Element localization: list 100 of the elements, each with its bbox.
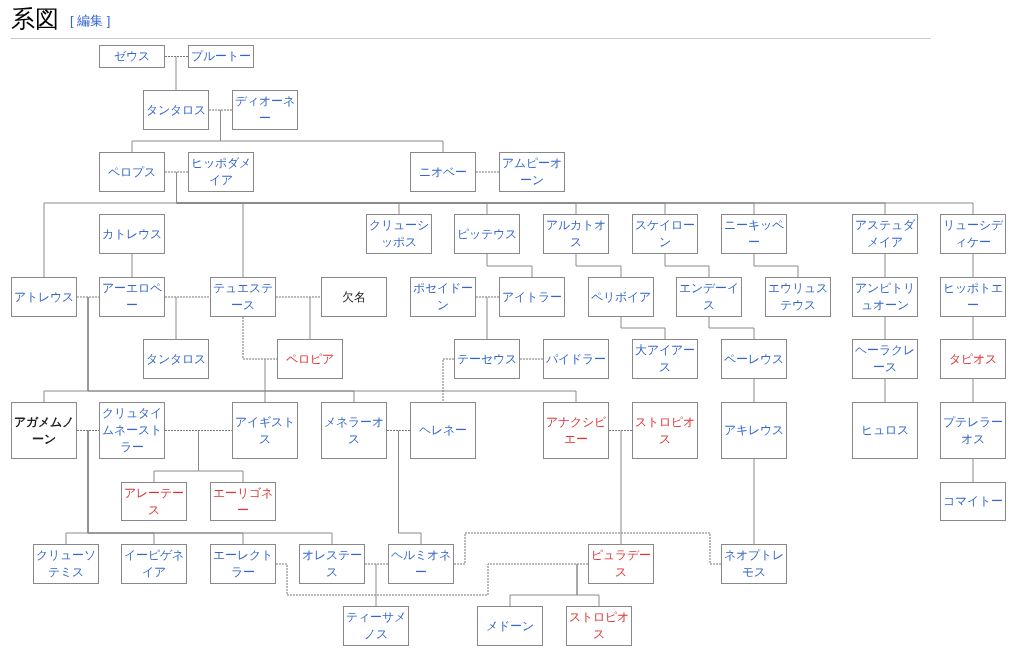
person-name: 欠名 (342, 288, 366, 306)
person-name: プルートー (191, 48, 251, 65)
person-name: アトレウス (14, 288, 74, 306)
person-name: クリューシッポス (368, 217, 430, 251)
person-name: アナクシビエー (545, 413, 607, 448)
person-box (454, 339, 520, 379)
person-name: アステュダメイア (854, 217, 916, 251)
descent-line (753, 458, 755, 545)
person-box (11, 402, 77, 459)
marriage-line (386, 430, 411, 431)
person-name: リューシディケー (942, 217, 1004, 251)
person-name: プテレラーオス (942, 413, 1004, 448)
person-name: ピュラデース (590, 547, 652, 581)
descent-line (708, 316, 755, 340)
person-name: ヘレネー (419, 422, 467, 439)
person-box (852, 402, 918, 459)
marriage-line (608, 430, 633, 431)
person-name: アンピトリュオーン (854, 280, 916, 314)
marriage-line (76, 296, 100, 298)
marriage-line (475, 171, 500, 173)
person-box (721, 402, 787, 459)
marriage-line (275, 296, 322, 298)
descent-line (753, 378, 755, 403)
descent-line (664, 253, 710, 278)
person-name: ペロピア (286, 350, 334, 368)
descent-line (972, 458, 974, 483)
person-name: ネオプトレモス (723, 547, 785, 581)
person-box (99, 214, 165, 254)
person-name: テーセウス (457, 350, 517, 368)
edit-link: [ 編集 ] (70, 12, 111, 30)
person-name: アガメムノーン (13, 413, 75, 448)
person-name: スケイローン (634, 217, 696, 251)
person-box (143, 339, 209, 379)
descent-line (884, 378, 886, 403)
descent-line (972, 378, 974, 403)
person-name: メドーン (486, 617, 534, 635)
person-name: ニーキッペー (723, 217, 785, 251)
person-name: カトレウス (102, 225, 162, 243)
person-name: ストロピオス (634, 413, 696, 448)
descent-line (486, 253, 533, 278)
marriage-line (364, 563, 389, 565)
person-name: エウリュステウス (767, 280, 829, 314)
marriage-line (453, 532, 722, 565)
person-name: エンデーイス (678, 280, 740, 314)
person-name: ヒッポトエー (942, 280, 1004, 314)
person-box (99, 45, 165, 68)
person-name: クリューソテミス (35, 547, 97, 581)
person-name: エーリゴネー (212, 484, 274, 519)
marriage-line (164, 56, 189, 57)
person-name: ティーサメノス (345, 609, 407, 643)
person-box (721, 339, 787, 379)
person-box (321, 277, 387, 317)
person-name: ヘルミオネー (390, 547, 452, 581)
person-name: メネラーオス (323, 413, 385, 448)
person-name: ゼウス (114, 48, 150, 65)
person-name: ペーレウス (724, 350, 784, 368)
person-name: タピオス (949, 350, 997, 368)
person-name: ペリボイア (591, 288, 651, 306)
person-box (277, 339, 343, 379)
person-box (632, 402, 698, 459)
marriage-line (164, 430, 233, 431)
person-box (477, 606, 543, 646)
person-name: アルカトオス (545, 217, 607, 251)
marriage-line (76, 430, 100, 431)
person-name: ヒッポダメイア (190, 155, 252, 189)
person-name: コマイトー (943, 493, 1003, 510)
person-name: アイギストス (234, 413, 296, 448)
person-box (143, 90, 209, 130)
person-box (499, 277, 565, 317)
person-box (11, 277, 77, 317)
person-name: ニオベー (419, 163, 467, 181)
person-box (940, 482, 1006, 521)
marriage-line (442, 358, 455, 403)
person-name: アレーテース (123, 484, 185, 519)
person-name: オレステース (301, 547, 363, 581)
person-name: アキレウス (724, 422, 784, 439)
person-name: 大アイアース (634, 342, 696, 376)
person-name: ディオーネー (234, 93, 296, 127)
person-name: アーエロペー (101, 280, 163, 314)
person-name: ヘーラクレース (854, 342, 916, 376)
person-name: クリュタイムネーストラー (101, 405, 163, 456)
person-name: アイトラー (502, 288, 562, 306)
marriage-line (164, 296, 211, 298)
person-name: ペロプス (108, 163, 156, 181)
person-name: ヒュロス (861, 422, 909, 439)
descent-line (131, 253, 133, 278)
marriage-line (275, 563, 589, 596)
person-box (543, 402, 609, 459)
marriage-line (242, 316, 278, 360)
person-box (321, 402, 387, 459)
descent-line (884, 316, 886, 340)
marriage-line (208, 109, 233, 111)
person-box (543, 339, 609, 379)
person-name: アムピーオーン (501, 155, 563, 189)
descent-line (884, 253, 886, 278)
descent-line (972, 253, 974, 278)
marriage-line (519, 358, 544, 360)
person-box (99, 152, 165, 192)
marriage-line (164, 171, 189, 173)
person-name: パイドラー (546, 350, 606, 368)
